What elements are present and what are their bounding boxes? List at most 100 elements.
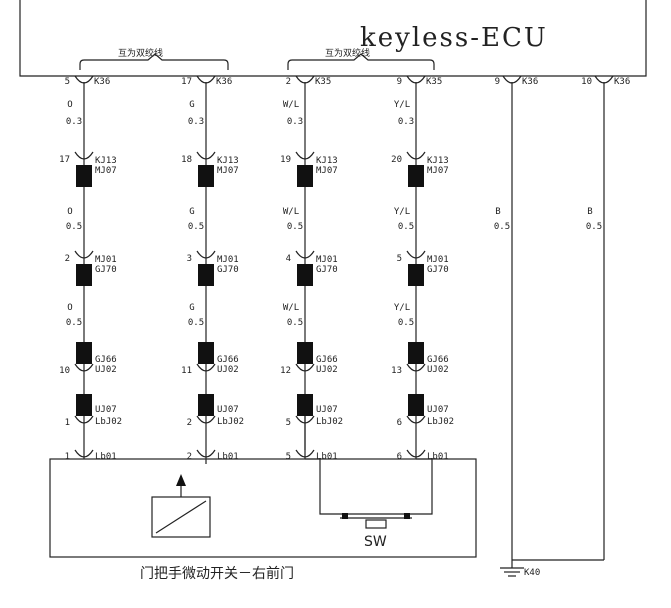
connector-e-id: Lb01 <box>95 452 117 462</box>
connector-d-id-1: UJ07 <box>316 405 338 415</box>
ecu-connector <box>295 75 315 84</box>
connector-a-id-2: MJ07 <box>217 166 239 176</box>
connector-a-id-1: KJ13 <box>316 156 338 166</box>
ground-ecu-connector <box>594 75 614 84</box>
wire-gauge-1: 0.3 <box>398 117 414 127</box>
connector-d-id-1: UJ07 <box>95 405 117 415</box>
connector-a-pin: 18 <box>181 155 192 165</box>
wire-color-1: G <box>189 100 194 110</box>
connector-c-pin: 13 <box>391 366 402 376</box>
connector-b-pin: 3 <box>187 254 192 264</box>
wire-color-2: Y/L <box>394 207 410 217</box>
ecu-pin-number: 2 <box>286 77 291 87</box>
connector-a-pin: 19 <box>280 155 291 165</box>
connector-a <box>406 151 426 160</box>
ecu-box <box>19 0 647 77</box>
wire-color-2: W/L <box>283 207 299 217</box>
ecu-pin-number: 9 <box>397 77 402 87</box>
twisted-pair-bracket-right <box>287 53 435 70</box>
wire-gauge-2: 0.5 <box>188 222 204 232</box>
ecu-connector <box>406 75 426 84</box>
ecu-pin-number: 17 <box>181 77 192 87</box>
wire-gauge-2: 0.5 <box>66 222 82 232</box>
connector-b-pin: 2 <box>65 254 70 264</box>
wire-gauge-1: 0.3 <box>66 117 82 127</box>
connector-c-id-2: UJ02 <box>217 365 239 375</box>
connector-d-pin: 5 <box>286 418 291 428</box>
ground-wire-gauge: 0.5 <box>494 222 510 232</box>
connector-c-id-1: GJ66 <box>95 355 117 365</box>
wire-gauge-2: 0.5 <box>287 222 303 232</box>
connector-d-pin: 6 <box>397 418 402 428</box>
connector-c-pin: 10 <box>59 366 70 376</box>
ground-ecu-connector-id: K36 <box>614 77 630 87</box>
connector-c <box>74 363 94 372</box>
ecu-connector <box>74 75 94 84</box>
ground-wire-color: B <box>495 207 500 217</box>
ground-ecu-pin: 10 <box>581 77 592 87</box>
connector-a-id-1: KJ13 <box>427 156 449 166</box>
ground-label: K40 <box>524 568 540 578</box>
inline-connector-b <box>76 264 92 286</box>
connector-b <box>406 250 426 259</box>
connector-c-id-2: UJ02 <box>95 365 117 375</box>
connector-e-pin: 1 <box>65 452 70 462</box>
connector-d <box>295 415 315 424</box>
wire-gauge-3: 0.5 <box>398 318 414 328</box>
connector-d <box>406 415 426 424</box>
inline-connector-d <box>76 394 92 416</box>
switch-label: SW <box>364 534 387 550</box>
connector-b-id-1: MJ01 <box>217 255 239 265</box>
wire-gauge-3: 0.5 <box>66 318 82 328</box>
connector-c-pin: 12 <box>280 366 291 376</box>
connector-c <box>406 363 426 372</box>
ecu-connector-id: K36 <box>94 77 110 87</box>
wire-gauge-2: 0.5 <box>398 222 414 232</box>
wire-color-1: O <box>67 100 72 110</box>
connector-c <box>295 363 315 372</box>
switch-contact-right <box>404 513 410 519</box>
wire-color-3: G <box>189 303 194 313</box>
connector-a-id-2: MJ07 <box>316 166 338 176</box>
connector-c-id-1: GJ66 <box>316 355 338 365</box>
connector-c-id-1: GJ66 <box>427 355 449 365</box>
connector-a <box>74 151 94 160</box>
connector-e <box>406 449 426 458</box>
connector-b-id-1: MJ01 <box>316 255 338 265</box>
connector-d <box>74 415 94 424</box>
connector-a-id-2: MJ07 <box>95 166 117 176</box>
connector-d-id-2: LbJ02 <box>316 417 343 427</box>
connector-a <box>196 151 216 160</box>
connector-e <box>74 449 94 458</box>
connector-e-pin: 2 <box>187 452 192 462</box>
inline-connector-a <box>408 165 424 187</box>
connector-d-id-2: LbJ02 <box>427 417 454 427</box>
connector-d-id-2: LbJ02 <box>217 417 244 427</box>
component-box <box>49 458 477 558</box>
inline-connector-b <box>408 264 424 286</box>
connector-a-pin: 17 <box>59 155 70 165</box>
wire-color-1: W/L <box>283 100 299 110</box>
wire-color-1: Y/L <box>394 100 410 110</box>
wire-gauge-1: 0.3 <box>188 117 204 127</box>
connector-a-id-1: KJ13 <box>95 156 117 166</box>
twisted-pair-note-right: 互为双绞线 <box>325 47 370 59</box>
connector-c-id-2: UJ02 <box>316 365 338 375</box>
ground-wire-color: B <box>587 207 592 217</box>
connector-a-pin: 20 <box>391 155 402 165</box>
connector-c-id-1: GJ66 <box>217 355 239 365</box>
connector-b-id-1: MJ01 <box>95 255 117 265</box>
inline-connector-b <box>297 264 313 286</box>
sensor-arrow-icon <box>176 474 186 486</box>
inline-connector-d <box>198 394 214 416</box>
wire-color-2: G <box>189 207 194 217</box>
connector-d-id-1: UJ07 <box>217 405 239 415</box>
switch-loop <box>319 458 433 515</box>
ground-ecu-connector-id: K36 <box>522 77 538 87</box>
connector-e-id: Lb01 <box>427 452 449 462</box>
connector-d-pin: 1 <box>65 418 70 428</box>
